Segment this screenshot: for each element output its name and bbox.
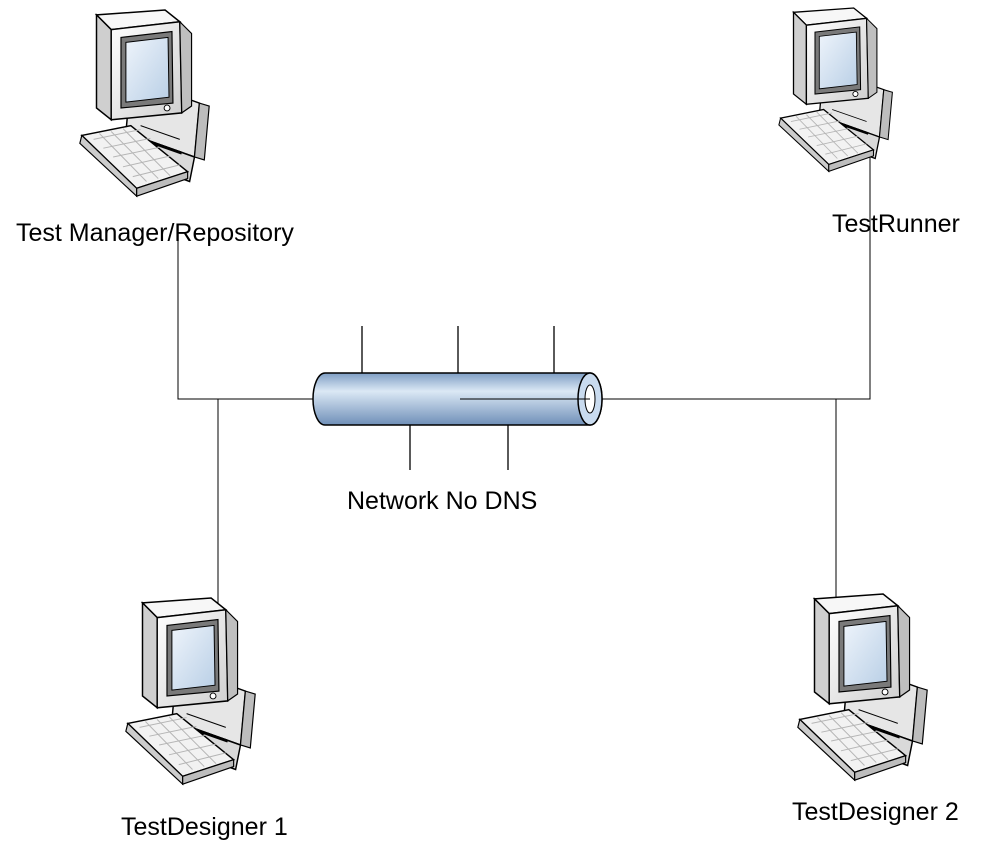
computer-icon-designer2 <box>796 592 929 782</box>
node-label-designer2: TestDesigner 2 <box>792 798 959 826</box>
computer-icon-designer1 <box>124 596 257 786</box>
node-label-manager: Test Manager/Repository <box>16 219 294 247</box>
link-designer1 <box>217 398 320 640</box>
computer-icon-manager <box>78 8 211 198</box>
computer-icon-runner <box>777 6 894 173</box>
network-label: Network No DNS <box>347 487 538 515</box>
node-label-designer1: TestDesigner 1 <box>121 813 288 841</box>
network-pipe-icon <box>312 326 603 470</box>
node-label-runner: TestRunner <box>832 210 960 238</box>
link-manager <box>177 228 320 400</box>
